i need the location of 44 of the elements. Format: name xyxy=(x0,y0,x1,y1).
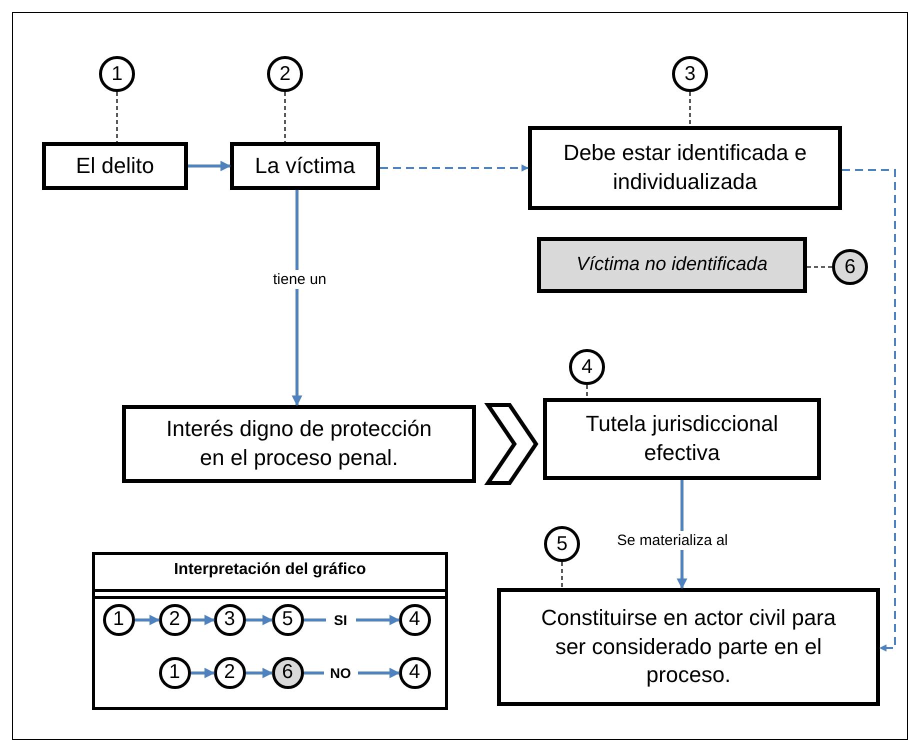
step-number-circle: 2 xyxy=(267,56,303,92)
process-box: La víctima xyxy=(230,142,380,190)
step-number-circle: 6 xyxy=(832,249,868,285)
step-number-circle: 5 xyxy=(272,604,304,636)
process-box: Tutela jurisdiccional efectiva xyxy=(543,398,821,480)
arrow xyxy=(246,668,274,678)
step-number-circle: 4 xyxy=(398,656,430,688)
step-number-circle: 5 xyxy=(544,526,580,562)
step-number-circle: 4 xyxy=(398,604,430,636)
leader-line xyxy=(116,92,118,142)
process-box: El delito xyxy=(42,142,188,190)
arrow xyxy=(246,614,274,626)
leader-line xyxy=(586,385,588,398)
interpretation-panel xyxy=(92,552,448,710)
step-number-circle: 2 xyxy=(158,604,190,636)
step-number-circle: 3 xyxy=(214,604,246,636)
step-number-circle: 1 xyxy=(102,604,134,636)
leader-line xyxy=(807,266,832,268)
step-number-circle: 1 xyxy=(99,56,135,92)
leader-line xyxy=(284,92,286,142)
arrow xyxy=(842,169,896,652)
arrow xyxy=(191,614,216,626)
process-box: Debe estar identificada e individualizada xyxy=(528,126,842,210)
leader-line xyxy=(689,92,691,126)
step-number-circle: 4 xyxy=(569,349,605,385)
arrow xyxy=(135,614,160,626)
step-number-circle: 2 xyxy=(214,656,246,688)
branch-label: SI xyxy=(326,610,356,630)
arrow xyxy=(380,164,529,172)
leader-line xyxy=(561,562,563,588)
arrow xyxy=(191,668,216,678)
arrow xyxy=(358,668,400,678)
process-box: Interés digno de protección en el proceso penal. xyxy=(122,405,476,483)
step-number-circle: 3 xyxy=(672,56,708,92)
arrow xyxy=(188,160,232,172)
arrow xyxy=(356,614,400,626)
branch-label: NO xyxy=(324,662,358,682)
process-box: Constituirse en actor civil para ser considerado parte en el proceso. xyxy=(497,588,880,706)
arrow xyxy=(292,190,302,406)
step-number-circle: 6 xyxy=(272,656,304,688)
step-number-circle: 1 xyxy=(158,656,190,688)
panel-heading: Interpretación del gráfico xyxy=(172,561,368,579)
chevron-arrow xyxy=(484,403,538,485)
note-box: Víctima no identificada xyxy=(537,237,807,293)
